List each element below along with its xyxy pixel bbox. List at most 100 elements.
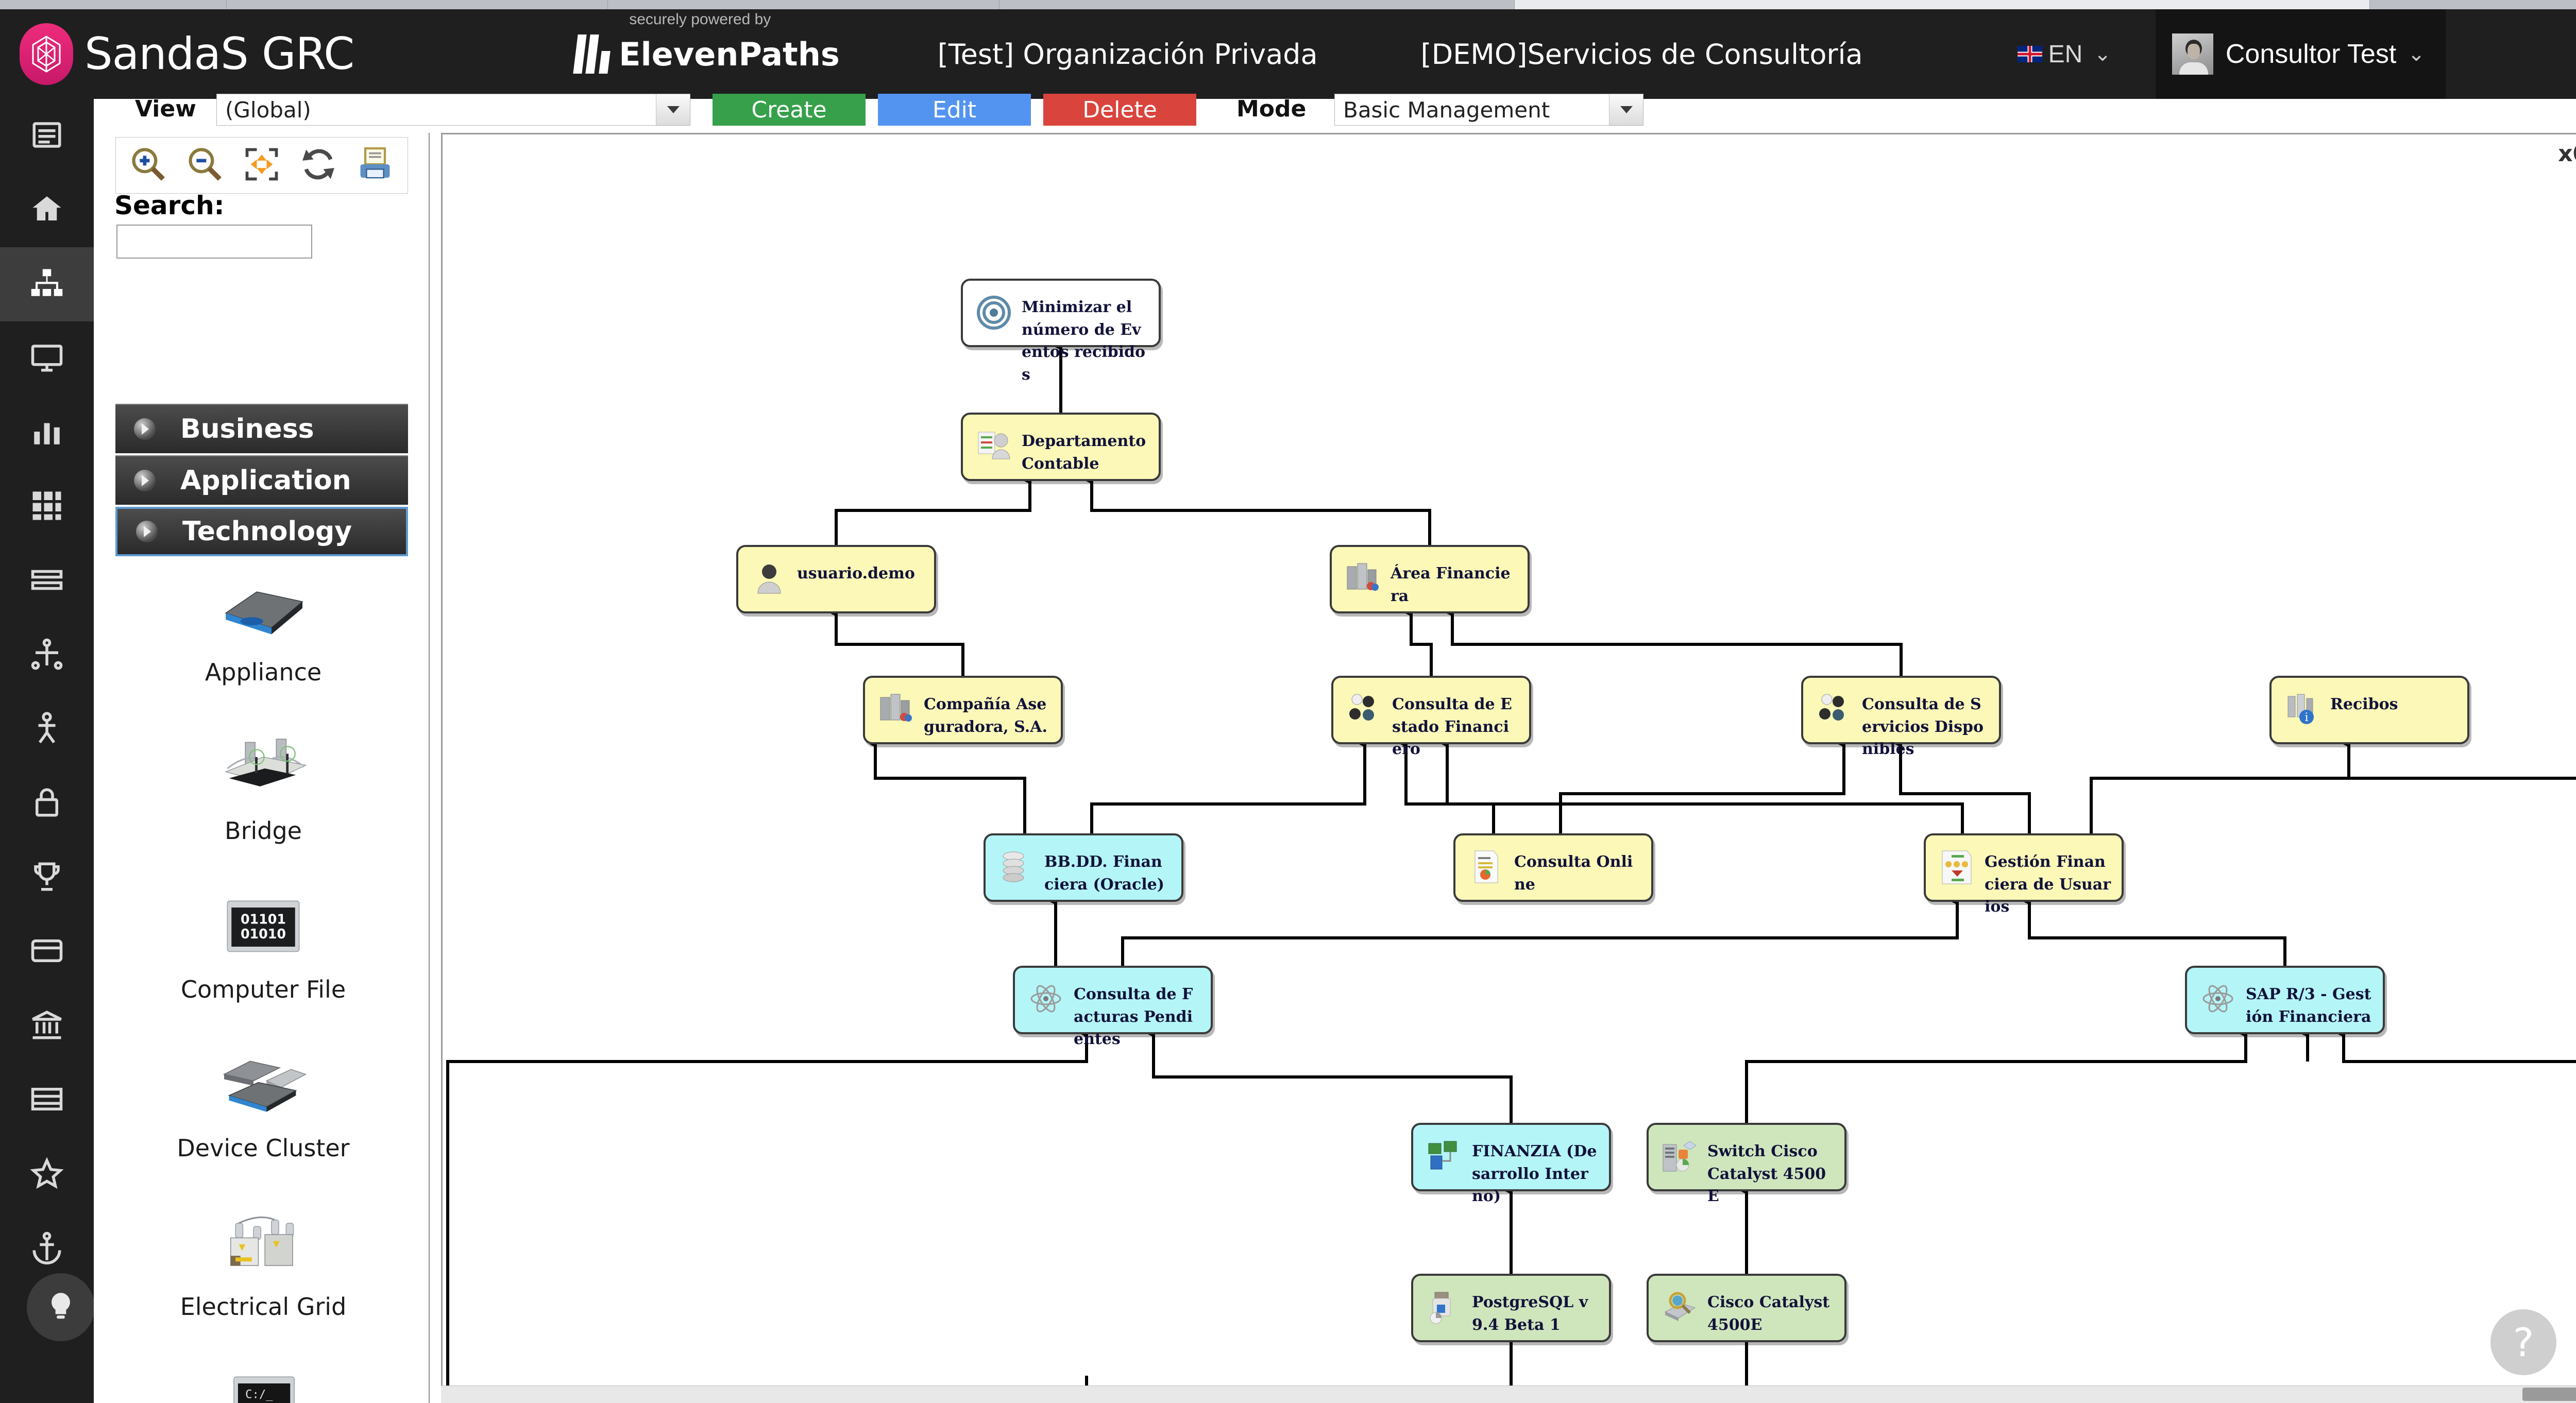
sidebar-item-favorites[interactable] (0, 1137, 94, 1211)
browser-tab[interactable] (0, 0, 227, 9)
diagram-node[interactable]: BB.DD. Financiera (Oracle) (984, 833, 1183, 902)
fit-to-screen-button[interactable] (239, 143, 284, 188)
user-icon (751, 560, 788, 597)
mode-select[interactable]: Basic Management (1334, 94, 1643, 126)
diagram-node[interactable]: Gestión Financiera de Usuarios (1924, 833, 2124, 916)
palette-item-electrical-grid[interactable]: Electrical Grid (116, 1193, 410, 1351)
browser-tab[interactable] (2370, 0, 2576, 9)
browser-tab[interactable] (999, 0, 1515, 9)
language-selector[interactable]: EN ⌄ (2017, 40, 2111, 69)
expand-icon (134, 470, 156, 491)
palette-item-label: Computer File (180, 976, 346, 1003)
chevron-down-icon[interactable] (656, 94, 690, 125)
bridge-icon (214, 717, 312, 820)
sidebar-item-anchor[interactable] (0, 1211, 94, 1286)
table-icon (30, 1082, 64, 1119)
device-cluster-icon (214, 1034, 312, 1137)
mode-label: Mode (1236, 96, 1307, 122)
diagram-node[interactable]: Consulta Online (1453, 833, 1653, 902)
diagram-node[interactable]: SAP R/3 - Gestión Financiera (2185, 966, 2385, 1034)
sidebar-item-lists[interactable] (0, 544, 94, 618)
left-nav-rail (0, 99, 95, 1403)
expand-icon (136, 521, 158, 542)
diagram-canvas[interactable]: x0. (441, 133, 2576, 1403)
sidebar-item-reports[interactable] (0, 396, 94, 470)
sidebar-item-home[interactable] (0, 173, 94, 247)
browser-tab-active[interactable] (1515, 0, 2370, 9)
org-icon (877, 691, 914, 728)
palette-category-business[interactable]: Business (115, 404, 408, 453)
menu-icon (30, 118, 64, 155)
palette-item-device-cluster[interactable]: Device Cluster (116, 1034, 410, 1193)
lock-icon (30, 785, 64, 822)
bar-chart-icon (30, 415, 64, 451)
sidebar-item-menu[interactable] (0, 99, 94, 173)
diagram-node[interactable]: Compañía Aseguradora, S.A. (863, 676, 1063, 744)
palette-item-appliance[interactable]: Appliance (116, 558, 410, 717)
sidebar-item-dashboard[interactable] (0, 470, 94, 544)
print-button[interactable] (352, 143, 398, 188)
palette-item-label: Appliance (205, 658, 322, 686)
zoom-in-button[interactable] (126, 143, 171, 188)
palette-item-file-system[interactable]: C:/_ File System (116, 1351, 410, 1403)
horizontal-scrollbar[interactable] (441, 1385, 2576, 1403)
sidebar-item-tables[interactable] (0, 1063, 94, 1137)
diagram-node[interactable]: Departamento Contable (961, 413, 1161, 481)
browser-tab[interactable] (608, 0, 999, 9)
diagram-node[interactable]: i Recibos (2269, 676, 2469, 744)
sidebar-item-architecture[interactable] (0, 247, 94, 321)
view-select[interactable]: (Global) (216, 94, 690, 126)
diagram-node[interactable]: usuario.demo (736, 545, 936, 613)
palette-category-application[interactable]: Application (115, 455, 408, 505)
node-label: Recibos (2330, 695, 2398, 713)
view-label: View (135, 96, 196, 122)
electrical-grid-icon (214, 1193, 312, 1296)
zoom-in-icon (129, 145, 168, 186)
palette-category-label: Business (180, 414, 314, 444)
delete-button[interactable]: Delete (1043, 94, 1196, 126)
edit-button[interactable]: Edit (878, 94, 1031, 126)
diagram-node[interactable]: FINANZIA (Desarrollo Interno) (1411, 1123, 1611, 1205)
roles-icon (1346, 691, 1383, 728)
palette-category-technology[interactable]: Technology (115, 507, 408, 556)
browser-tab[interactable] (227, 0, 608, 9)
diagram-node[interactable]: Área Financiera (1330, 545, 1530, 613)
create-button[interactable]: Create (713, 94, 866, 126)
sidebar-item-assets[interactable] (0, 915, 94, 989)
diagram-node[interactable]: Consulta de Servicios Disponibles (1801, 676, 2001, 758)
node-label: Departamento Contable (1022, 432, 1146, 473)
svg-text:01101: 01101 (241, 912, 286, 927)
user-menu[interactable]: Consultor Test ⌄ (2155, 9, 2446, 99)
help-button[interactable]: ? (2490, 1309, 2556, 1375)
brand-logo[interactable]: SandaS GRC (20, 23, 354, 85)
sidebar-item-security[interactable] (0, 766, 94, 841)
service-title: [DEMO]Servicios de Consultoría (1420, 38, 1863, 71)
tips-fab[interactable] (27, 1273, 95, 1341)
zoom-out-button[interactable] (182, 143, 228, 188)
palette-item-computer-file[interactable]: 01101 01010 Computer File (116, 876, 410, 1034)
diagram-node[interactable]: Minimizar el número de Eventos recibidos (961, 279, 1161, 384)
palette-item-bridge[interactable]: Bridge (116, 717, 410, 876)
anchor-icon (30, 1230, 64, 1267)
diagram-node[interactable]: Cisco Catalyst 4500E (1647, 1274, 1846, 1342)
diagram-node[interactable]: Switch Cisco Catalyst 4500E (1647, 1123, 1846, 1205)
sidebar-item-hierarchy[interactable] (0, 618, 94, 692)
sidebar-item-monitor[interactable] (0, 321, 94, 396)
palette-item-label: Bridge (225, 817, 302, 845)
appliance-icon (214, 558, 312, 661)
diagram-node[interactable]: Consulta de Facturas Pendientes (1013, 966, 1213, 1048)
scrollbar-thumb[interactable] (2522, 1388, 2576, 1401)
document-icon (1468, 849, 1505, 886)
search-input[interactable] (116, 225, 312, 259)
node-label: usuario.demo (797, 564, 915, 583)
sidebar-item-compliance[interactable] (0, 841, 94, 915)
diagram-node[interactable]: Consulta de Estado Financiero (1331, 676, 1531, 758)
elevenpaths-mark-icon (573, 35, 613, 74)
sidebar-item-people[interactable] (0, 692, 94, 766)
sidebar-item-organization[interactable] (0, 989, 94, 1063)
chevron-down-icon[interactable] (1609, 94, 1643, 125)
organization-title: [Test] Organización Privada (937, 38, 1318, 71)
diagram-node[interactable]: PostgreSQL v9.4 Beta 1 (1411, 1274, 1611, 1342)
atom-icon (1027, 981, 1064, 1018)
refresh-button[interactable] (296, 143, 341, 188)
